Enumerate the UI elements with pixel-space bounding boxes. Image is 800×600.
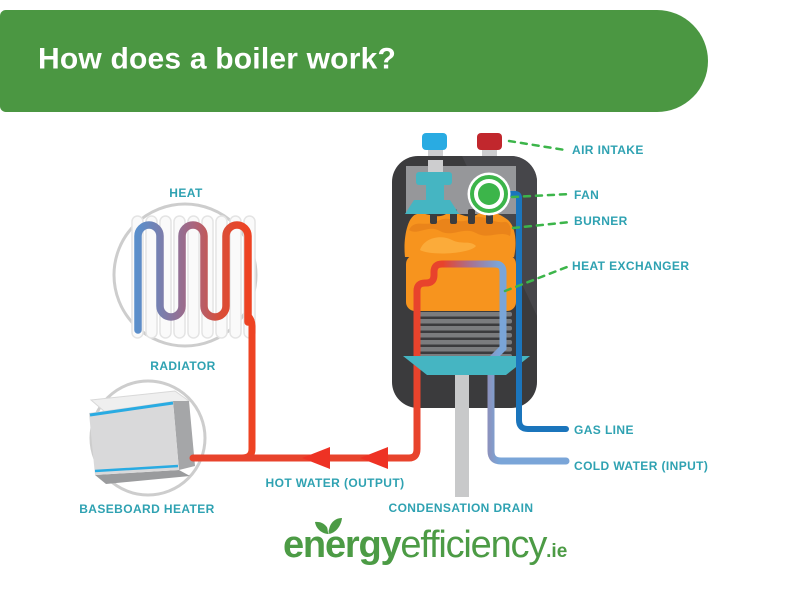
brand-logo: energyefficiency.ie [283, 526, 567, 571]
label-gas-line: GAS LINE [574, 423, 634, 437]
label-radiator: RADIATOR [150, 359, 216, 373]
label-fan: FAN [574, 188, 600, 202]
radiator-illustration [112, 202, 258, 348]
label-heat-exchanger: HEAT EXCHANGER [572, 259, 690, 273]
logo-energy: energy [283, 524, 402, 566]
leader-fan [510, 192, 572, 199]
logo-efficiency: efficiency [400, 524, 547, 566]
leader-air-intake [507, 139, 567, 152]
leader-heat-exchanger [503, 265, 569, 293]
condensate-collector [403, 356, 530, 375]
water-circuit-pipe [189, 260, 570, 465]
header-banner: How does a boiler work? [0, 10, 708, 112]
label-burner: BURNER [574, 214, 628, 228]
label-condensation-drain: CONDENSATION DRAIN [388, 501, 534, 515]
label-cold-water: COLD WATER (INPUT) [574, 459, 709, 473]
label-hot-water: HOT WATER (OUTPUT) [265, 476, 405, 490]
flow-arrows [302, 447, 388, 469]
label-air-intake: AIR INTAKE [572, 143, 644, 157]
label-baseboard-heater: BASEBOARD HEATER [79, 502, 215, 516]
radiator-fins [131, 215, 256, 339]
baseboard-heater-illustration [89, 379, 207, 497]
leader-lines [503, 139, 572, 293]
fan-icon [467, 172, 511, 216]
logo-tld: .ie [546, 541, 568, 562]
water-cap [422, 133, 447, 150]
air-intake-cap [477, 133, 502, 150]
leaf-icon [315, 518, 342, 535]
page-title: How does a boiler work? [38, 42, 396, 76]
condensation-drain-pipe [455, 370, 469, 497]
burner-flame [404, 211, 516, 257]
leader-burner [511, 220, 572, 230]
gas-pipe [505, 191, 569, 432]
burner-inlet-funnel [405, 172, 459, 214]
label-heat: HEAT [169, 186, 203, 200]
heat-coil [134, 221, 252, 334]
